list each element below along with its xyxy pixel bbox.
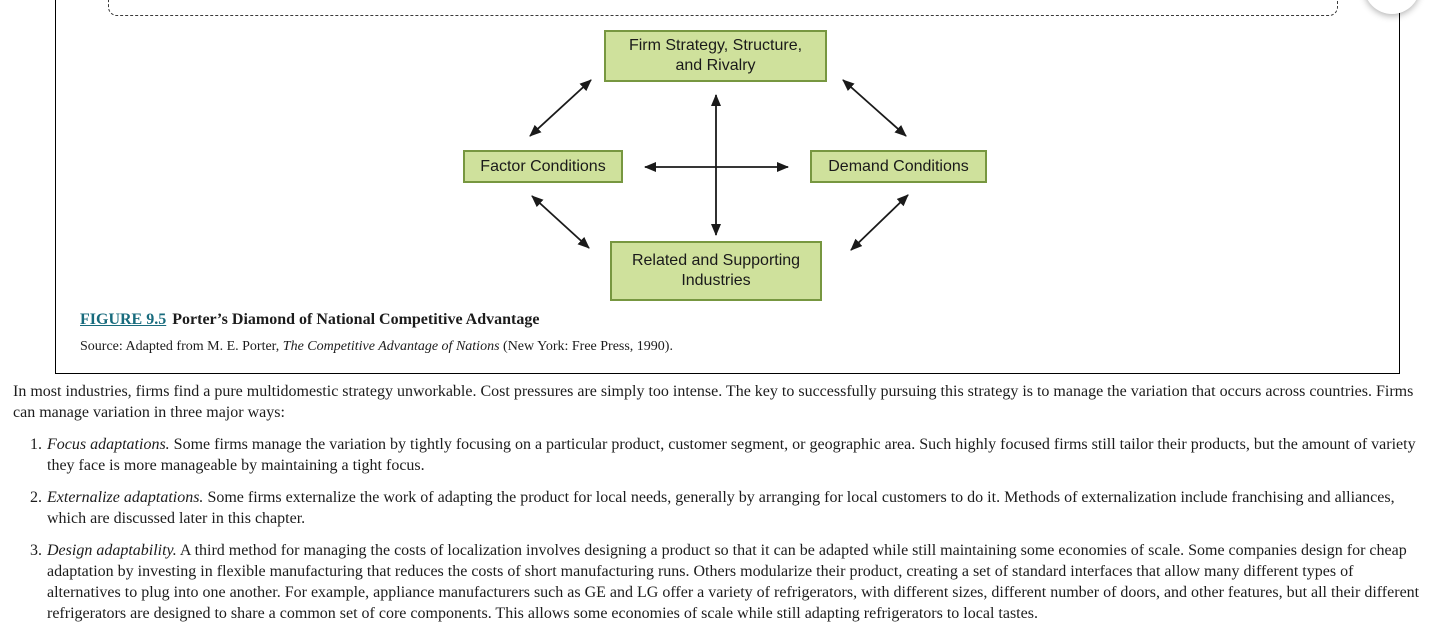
list-item-lead: Design adaptability.: [47, 542, 177, 559]
source-suffix: (New York: Free Press, 1990).: [499, 339, 673, 354]
list-item-lead: Externalize adaptations.: [47, 489, 204, 506]
list-item-number: 2.: [30, 489, 42, 506]
list-item-text: Design adaptability. A third method for …: [47, 540, 1425, 624]
list-item-body: Some firms externalize the work of adapt…: [47, 489, 1395, 527]
list-item: 1. Focus adaptations. Some firms manage …: [30, 434, 1425, 476]
diagram-box-factor-conditions: Factor Conditions: [463, 150, 623, 183]
body-text: In most industries, firms find a pure mu…: [13, 381, 1425, 627]
list-item-body: A third method for managing the costs of…: [47, 542, 1420, 622]
list-item-lead: Focus adaptations.: [47, 436, 170, 453]
diagram-box-firm-strategy: Firm Strategy, Structure, and Rivalry: [604, 30, 827, 82]
source-prefix: Source: Adapted from M. E. Porter,: [80, 339, 283, 354]
figure-number-link[interactable]: FIGURE 9.5: [80, 311, 167, 328]
numbered-list: 1. Focus adaptations. Some firms manage …: [13, 434, 1425, 624]
list-item-number: 1.: [30, 436, 42, 453]
figure-caption: FIGURE 9.5 Porter’s Diamond of National C…: [80, 311, 539, 329]
list-item-number: 3.: [30, 542, 42, 559]
diagram-box-label: and Rivalry: [675, 57, 756, 74]
list-item: 2. Externalize adaptations. Some firms e…: [30, 487, 1425, 529]
diagram-box-label: Firm Strategy, Structure,: [628, 37, 803, 54]
list-item: 3. Design adaptability. A third method f…: [30, 540, 1425, 624]
diagram-box-demand-conditions: Demand Conditions: [810, 150, 987, 183]
diagram-box-label: Factor Conditions: [480, 157, 606, 175]
list-item-text: Externalize adaptations. Some firms exte…: [47, 487, 1425, 529]
diagram-box-label: Demand Conditions: [828, 157, 969, 175]
intro-paragraph: In most industries, firms find a pure mu…: [13, 383, 1414, 421]
diagram-box-label: Related and Supporting: [631, 252, 801, 269]
diagram-box-related-industries: Related and Supporting Industries: [610, 241, 822, 301]
diagram-box-label: Industries: [681, 272, 751, 289]
dashed-selection-region: [108, 0, 1338, 16]
list-item-body: Some firms manage the variation by tight…: [47, 436, 1416, 474]
figure-title: Porter’s Diamond of National Competitive…: [172, 311, 540, 328]
list-item-text: Focus adaptations. Some firms manage the…: [47, 434, 1425, 476]
figure-source: Source: Adapted from M. E. Porter, The C…: [80, 339, 673, 355]
source-book-title: The Competitive Advantage of Nations: [282, 339, 500, 354]
